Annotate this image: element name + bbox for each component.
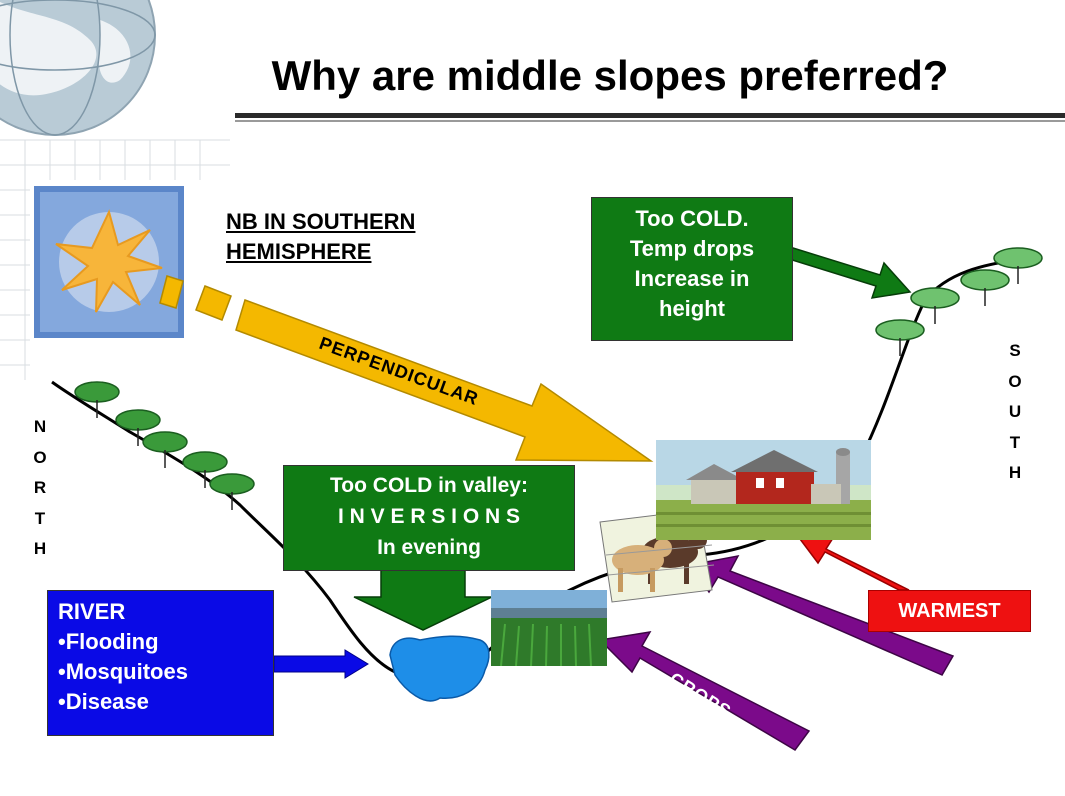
cold-valley-line: Too COLD in valley: [330,474,528,497]
globe-icon [0,0,156,136]
river-arrow [273,649,369,679]
south-letter: U [1008,402,1022,421]
south-label: S O U T H [1005,336,1025,489]
cold-peak-box: Too COLD. Temp drops Increase in height [591,197,793,341]
background-grid [0,139,230,380]
south-letter: S [1009,341,1021,360]
south-letter: T [1009,432,1021,452]
north-letter: T [34,508,46,528]
hemisphere-note: NB IN SOUTHERN HEMISPHERE [226,207,415,267]
crops-field-photo [491,590,607,666]
farm-buildings-illustration [656,440,871,540]
title-divider [235,113,1065,118]
crops-arrow [598,631,811,751]
river-list: Flooding Mosquitoes Disease [58,627,273,717]
cold-peak-line: Too COLD. [635,206,749,231]
south-letter: O [1008,371,1022,391]
north-letter: H [33,539,47,558]
cold-peak-line: Temp drops [629,236,755,261]
cold-peak-line: height [659,296,725,321]
tree-icons-south [875,247,1043,356]
stock-farming-arrow [688,554,955,676]
perpendicular-label: PERPENDICULAR [317,333,482,409]
south-letter: H [1008,463,1022,482]
warmest-arrow [795,534,910,591]
cold-valley-arrow [353,569,493,631]
cold-valley-line: In evening [377,536,481,559]
river-heading: RIVER [58,599,126,624]
north-letter: O [33,447,47,467]
north-letter: R [33,478,47,497]
tree-icons-north [74,381,255,510]
river-item: Disease [58,687,273,717]
title-divider-thin [235,120,1065,122]
cold-valley-box: Too COLD in valley: I N V E R S I O N S … [283,465,575,571]
hemisphere-note-line1: NB IN SOUTHERN [226,209,416,234]
hemisphere-note-line2: HEMISPHERE [226,239,372,264]
slide-title: Why are middle slopes preferred? [271,52,949,99]
river-box: RIVER Flooding Mosquitoes Disease [47,590,274,736]
warmest-box: WARMEST [868,590,1031,632]
river-item: Flooding [58,627,273,657]
north-letter: N [33,417,47,436]
cold-peak-line: Increase in [634,266,750,291]
river-item: Mosquitoes [58,657,273,687]
sun-ray-arrow [159,275,654,462]
cold-valley-line: I N V E R S I O N S [337,505,521,528]
river-water [389,635,490,702]
north-label: N O R T H [30,412,50,565]
cold-peak-arrow [772,242,912,299]
sun-icon [34,186,184,338]
